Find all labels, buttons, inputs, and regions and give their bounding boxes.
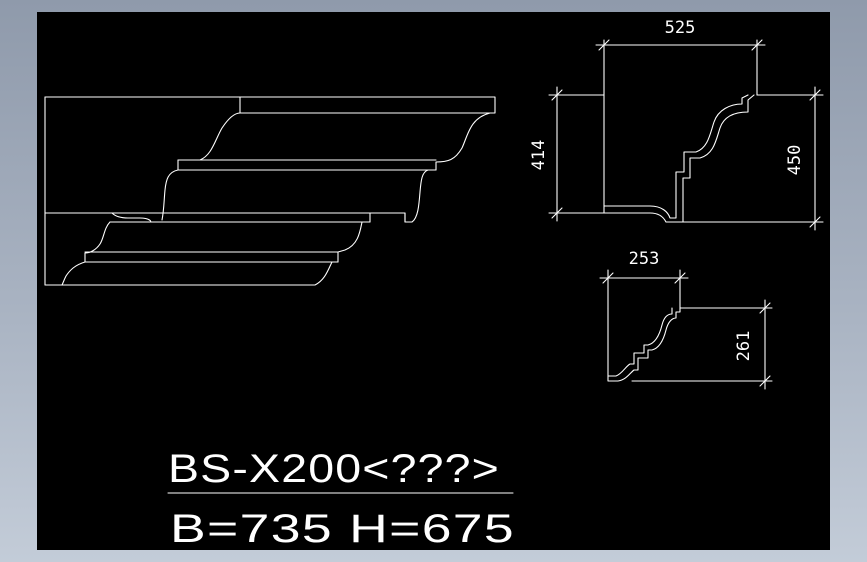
size-spec: B=735 H=675 <box>170 507 515 551</box>
cad-drawing-canvas <box>37 12 830 550</box>
cornice-assembly-profile <box>44 96 496 286</box>
dimension-left-height: 414 <box>529 140 549 171</box>
dimension-small-width: 253 <box>629 249 660 269</box>
model-title: BS-X200<???> <box>168 447 500 491</box>
dimension-small-height: 261 <box>734 331 754 362</box>
dimension-right-height: 450 <box>785 145 805 176</box>
dimension-top-width: 525 <box>665 18 696 38</box>
cornice-section-large <box>548 39 824 231</box>
cornice-section-small <box>599 269 773 390</box>
